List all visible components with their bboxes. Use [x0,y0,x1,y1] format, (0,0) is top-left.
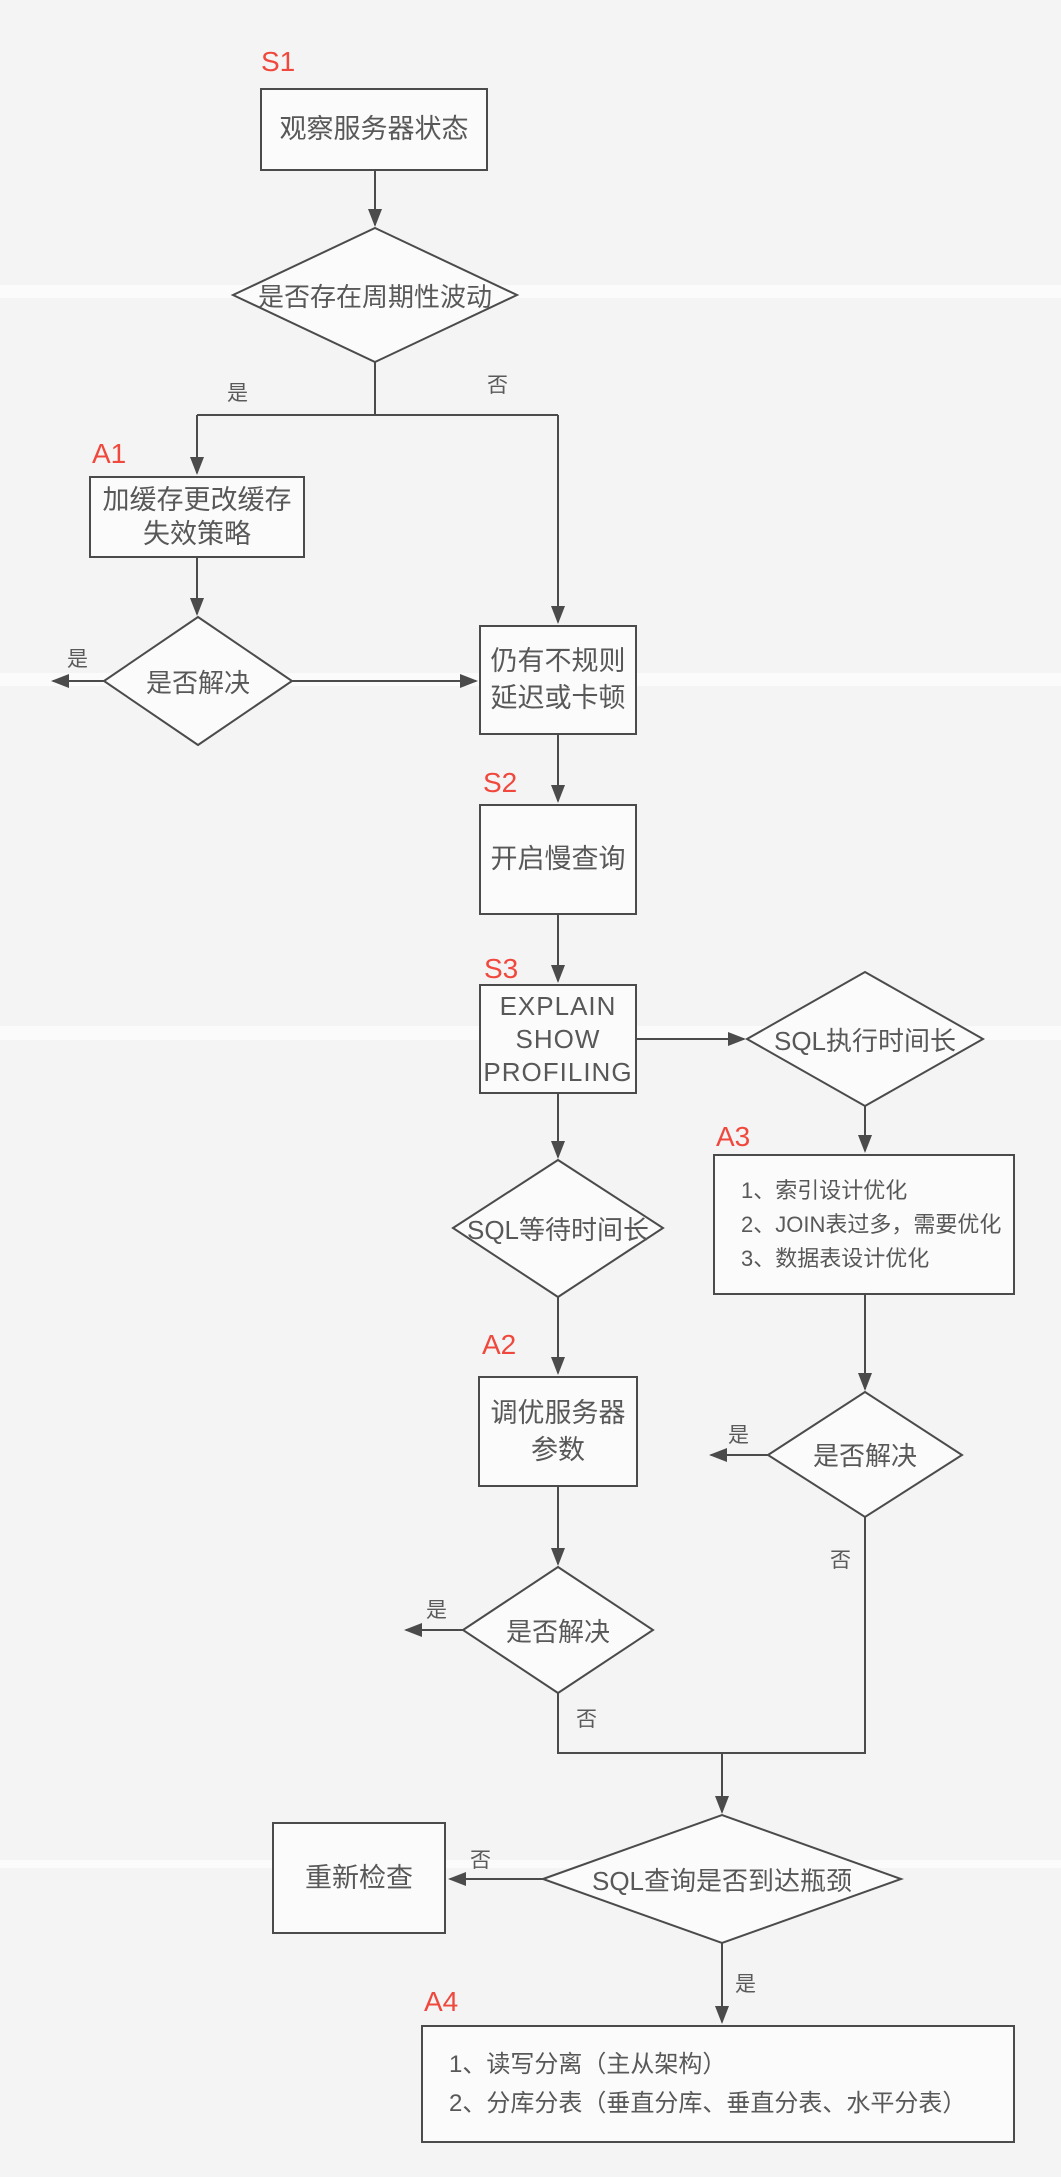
branch-yes-solved-tuning: 是 [426,1599,447,1622]
node-observe-server: 观察服务器状态 [260,88,488,171]
node-index-opt-line1: 1、索引设计优化 [741,1177,908,1203]
node-index-opt-line2: 2、JOIN表过多，需要优化 [741,1211,1002,1237]
node-irregular-delay: 仍有不规则 延迟或卡顿 [479,625,637,735]
branch-yes-solved-cache: 是 [67,648,88,671]
node-explain-profiling: EXPLAIN SHOW PROFILING [479,984,637,1094]
branch-yes-periodic: 是 [227,382,248,405]
node-scale-out: 1、读写分离（主从架构） 2、分库分表（垂直分库、垂直分表、水平分表） [421,2025,1015,2143]
node-tune-params-line2: 参数 [531,1434,585,1465]
branch-no-periodic: 否 [487,374,508,397]
decision-solved-after-cache-label: 是否解决 [145,667,250,698]
decision-solved-after-tuning-label: 是否解决 [505,1616,610,1647]
decision-sql-wait-time-shape [451,1158,665,1299]
decision-solved-after-index-label: 是否解决 [812,1441,917,1471]
decision-sql-exec-time-label: SQL执行时间长 [773,1025,957,1056]
branch-no-solved-tuning: 否 [576,1708,597,1731]
step-label-a1: A1 [92,438,127,469]
decision-solved-after-tuning: 是否解决 [463,1567,653,1693]
step-label-a2: A2 [482,1329,517,1360]
node-explain-line2: SHOW [515,1023,601,1054]
node-index-optimization: 1、索引设计优化 2、JOIN表过多，需要优化 3、数据表设计优化 [713,1154,1015,1295]
node-tune-params-line1: 调优服务器 [490,1397,626,1428]
edge-no-branches-merge [557,1517,866,1754]
decision-solved-after-cache-shape [102,615,294,747]
decision-sql-bottleneck-label: SQL查询是否到达瓶颈 [591,1865,853,1896]
edge-periodic-split [197,362,558,416]
node-irregular-delay-line1: 仍有不规则 [490,646,626,676]
node-add-cache-line1: 加缓存更改缓存 [102,485,292,515]
decision-periodic-fluctuation: 是否存在周期性波动 [233,228,517,362]
node-add-cache-line2: 失效策略 [143,519,251,549]
step-label-s1: S1 [261,46,296,77]
step-label-s2: S2 [483,767,518,798]
node-index-opt-line3: 3、数据表设计优化 [741,1245,930,1271]
branch-no-bottleneck: 否 [470,1849,491,1872]
decision-sql-exec-time: SQL执行时间长 [747,972,983,1106]
node-recheck-label: 重新检查 [305,1862,413,1893]
decision-sql-bottleneck-shape [540,1813,904,1945]
decision-sql-wait-time: SQL等待时间长 [453,1160,663,1297]
node-explain-line3: PROFILING [483,1056,633,1087]
decision-solved-after-cache: 是否解决 [104,617,292,745]
decision-sql-wait-time-label: SQL等待时间长 [466,1215,650,1245]
node-explain-line1: EXPLAIN [499,990,617,1021]
step-label-a3: A3 [716,1121,751,1152]
decision-sql-bottleneck: SQL查询是否到达瓶颈 [543,1815,901,1943]
node-tune-server-params: 调优服务器 参数 [478,1376,638,1487]
node-add-cache: 加缓存更改缓存 失效策略 [89,476,305,558]
step-label-a4: A4 [424,1986,459,2017]
node-enable-slow-query: 开启慢查询 [479,804,637,915]
decision-periodic-fluctuation-label: 是否存在周期性波动 [257,281,492,312]
node-scale-out-line2: 2、分库分表（垂直分库、垂直分表、水平分表） [449,2090,967,2117]
branch-yes-bottleneck: 是 [735,1973,756,1996]
step-label-s3: S3 [484,953,519,984]
decision-solved-after-index-shape [766,1390,964,1519]
decision-solved-after-tuning-shape [461,1565,655,1695]
node-observe-server-label: 观察服务器状态 [279,114,469,144]
node-recheck: 重新检查 [272,1822,446,1934]
node-scale-out-line1: 1、读写分离（主从架构） [449,2051,727,2078]
decision-periodic-fluctuation-shape [230,226,520,364]
decision-solved-after-index: 是否解决 [768,1392,962,1517]
branch-yes-solved-index: 是 [728,1424,749,1447]
branch-no-solved-index: 否 [830,1549,851,1572]
node-irregular-delay-line2: 延迟或卡顿 [490,683,626,713]
decision-sql-exec-time-shape [744,970,986,1108]
node-enable-slow-query-label: 开启慢查询 [490,844,626,874]
row-highlight-band [0,1860,1061,1868]
